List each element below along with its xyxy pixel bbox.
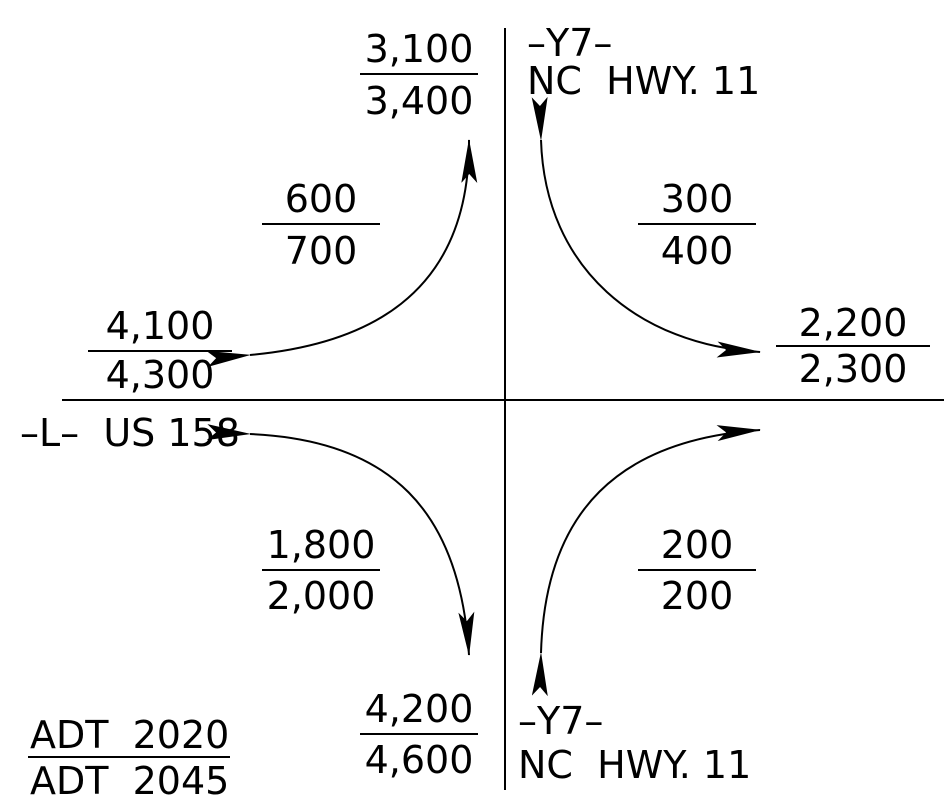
volume-south-to-east: 200 200 xyxy=(638,523,756,618)
adt-2045-value: 2,000 xyxy=(267,574,376,618)
adt-2045-value: 400 xyxy=(661,229,734,273)
south-road-route: –Y7– xyxy=(518,699,603,743)
adt-2020-value: 3,100 xyxy=(365,27,474,71)
adt-2020-value: 4,100 xyxy=(106,304,215,348)
adt-2020-value: 1,800 xyxy=(267,523,376,567)
volume-north-to-west: 600 700 xyxy=(262,177,380,273)
adt-2020-value: 600 xyxy=(285,177,358,221)
volume-south-approach: 4,200 4,600 xyxy=(360,687,478,782)
adt-legend: ADT 2020 ADT 2045 xyxy=(28,713,230,803)
adt-2045-value: 700 xyxy=(285,229,358,273)
adt-2020-value: 300 xyxy=(661,177,734,221)
adt-2045-value: 4,300 xyxy=(106,353,215,397)
north-road-name: NC HWY. 11 xyxy=(527,59,760,103)
adt-2020-value: 4,200 xyxy=(365,687,474,731)
adt-2045-value: 3,400 xyxy=(365,79,474,123)
adt-2045-value: 200 xyxy=(661,574,734,618)
north-east-turn-arrow xyxy=(531,96,761,358)
north-road-route: –Y7– xyxy=(527,21,612,65)
adt-2020-value: 2,200 xyxy=(799,301,908,345)
volume-west-to-south: 1,800 2,000 xyxy=(262,523,380,618)
south-east-turn-arrow xyxy=(531,425,761,697)
legend-adt-2020: ADT 2020 xyxy=(30,713,229,757)
volume-north-approach: 3,100 3,400 xyxy=(360,27,478,123)
volume-west-approach: 4,100 4,300 xyxy=(88,304,232,397)
adt-2045-value: 4,600 xyxy=(365,738,474,782)
south-road-name: NC HWY. 11 xyxy=(518,743,751,787)
adt-2045-value: 2,300 xyxy=(799,347,908,391)
legend-adt-2045: ADT 2045 xyxy=(30,759,229,803)
north-west-turn-arrow xyxy=(206,139,478,367)
volume-east-approach: 2,200 2,300 xyxy=(776,301,930,391)
west-road-label: –L– US 158 xyxy=(20,411,240,455)
west-south-turn-arrow xyxy=(206,424,475,656)
adt-2020-value: 200 xyxy=(661,523,734,567)
volume-north-to-east: 300 400 xyxy=(638,177,756,273)
